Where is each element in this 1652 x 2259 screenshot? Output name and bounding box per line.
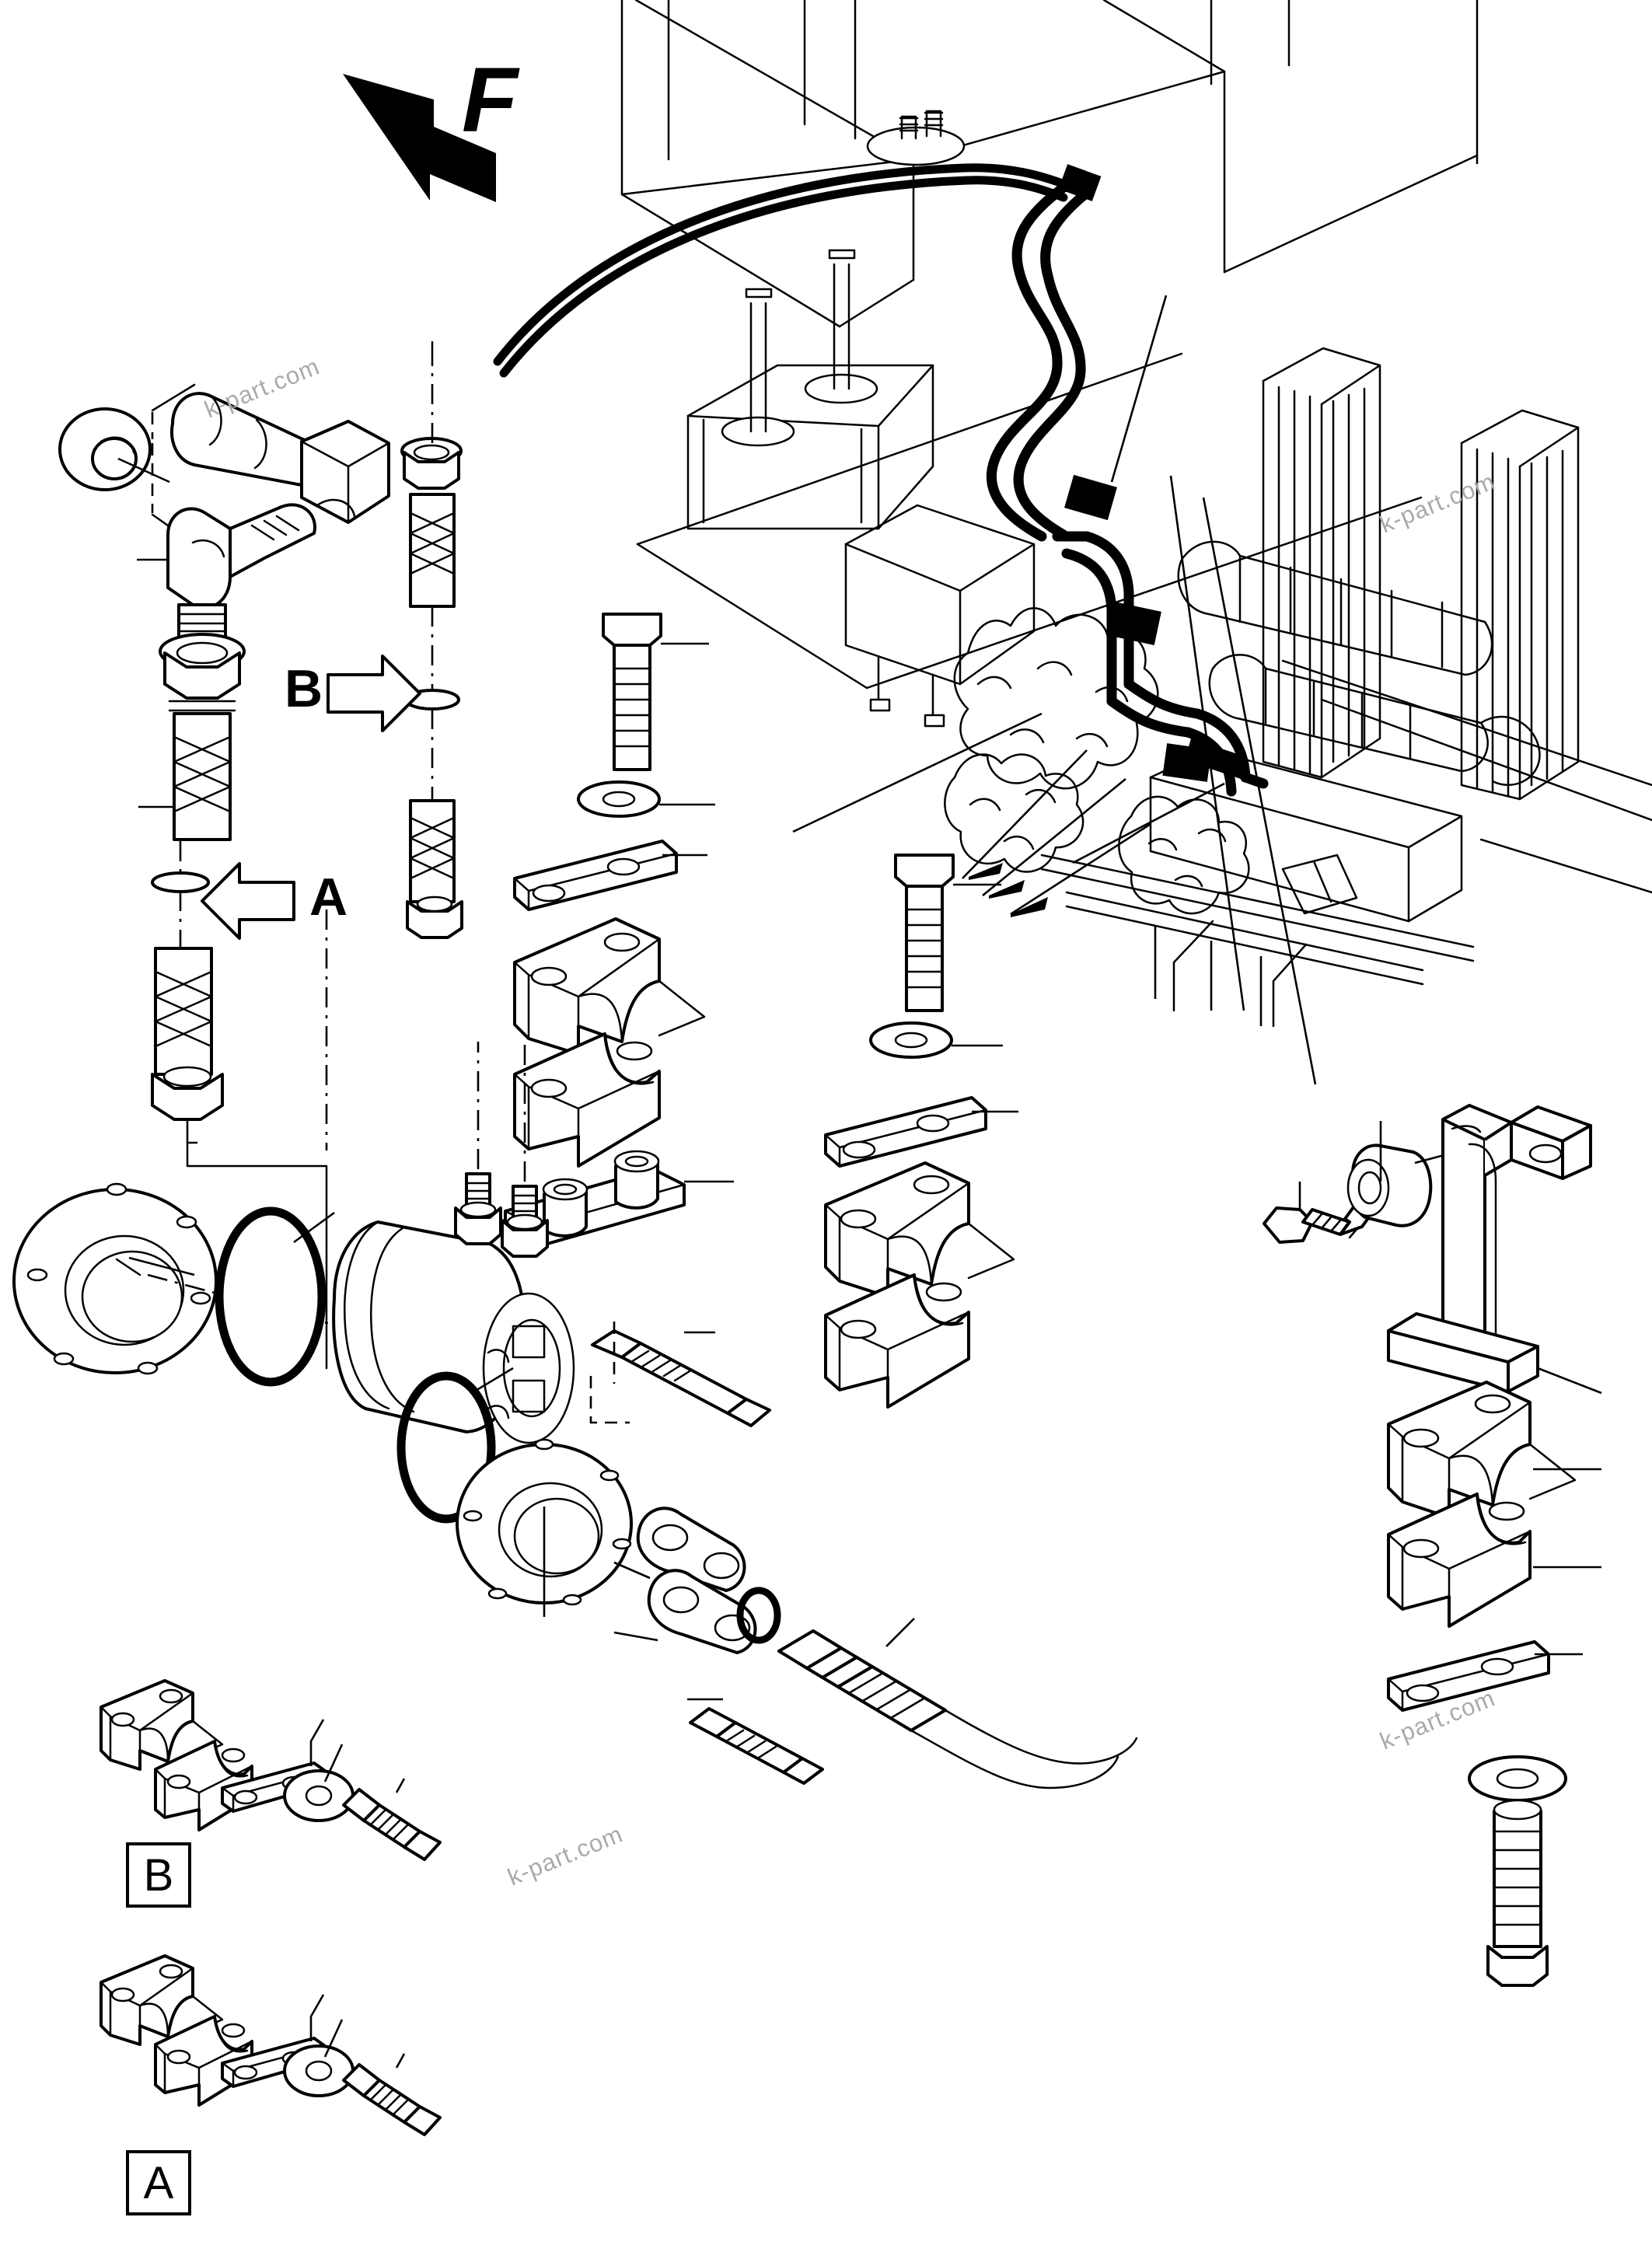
detail-b-clamp-half-upper xyxy=(100,1679,224,1771)
service-valve-port-high xyxy=(454,1172,502,1245)
braided-hose-upper-left xyxy=(138,712,232,841)
compressor-body xyxy=(332,1042,575,1479)
swivel-nut-lower-right xyxy=(406,896,463,939)
machine-body-group xyxy=(620,0,1652,1028)
elbow-fitting-90deg xyxy=(137,503,316,641)
mounting-flange-rear xyxy=(456,1438,633,1617)
section-callout-letter-a: A xyxy=(309,868,348,927)
engine-lower-castings xyxy=(944,753,1250,915)
mounting-flange-front xyxy=(12,1182,218,1375)
bolt-long-right xyxy=(1486,1799,1549,1987)
bolt-long-left xyxy=(602,613,709,771)
hose-leader-lines xyxy=(792,295,1317,1085)
bolt-long-center xyxy=(894,854,1001,1012)
braided-hose-lower-right xyxy=(409,799,456,903)
engine-block xyxy=(953,607,1159,790)
forward-direction-letter: F xyxy=(462,49,518,152)
detail-box-label-b: B xyxy=(126,1842,191,1908)
o-ring-a xyxy=(151,841,210,1011)
o-ring-large-rear xyxy=(396,1367,514,1524)
hydraulic-tank xyxy=(686,249,934,530)
callout-arrow-b-icon xyxy=(327,655,421,732)
washer-center xyxy=(869,1021,1003,1059)
bolt-hex-right xyxy=(1263,1182,1376,1244)
swivel-nut-lower-left xyxy=(151,1066,224,1121)
o-ring-b xyxy=(404,606,460,801)
detail-b-washer xyxy=(283,1744,354,1822)
clamp-half-upper-left xyxy=(513,917,706,1056)
hex-block-fitting xyxy=(300,420,390,524)
detail-a-assembly xyxy=(100,1954,442,2136)
clamp-stack-center xyxy=(824,854,1018,1409)
washer-left xyxy=(577,780,715,818)
engine-accessories xyxy=(1177,540,1541,786)
hose-block-fitting xyxy=(613,1507,757,1654)
detail-b-bolt xyxy=(342,1778,442,1861)
detail-box-label-a: A xyxy=(126,2150,191,2215)
clamp-half-upper-right xyxy=(1387,1381,1577,1519)
seal-ring xyxy=(58,407,152,491)
clamp-half-lower-left xyxy=(513,1032,661,1168)
detail-a-washer xyxy=(283,2019,354,2097)
clamp-stack-left xyxy=(504,613,734,1248)
clamp-half-lower-right xyxy=(1387,1493,1532,1628)
bolt-socket-head xyxy=(589,1322,771,1427)
detail-b-assembly xyxy=(100,1679,442,1861)
bracket-assembly-right xyxy=(1263,1104,1602,1987)
cooler-panel xyxy=(844,504,1036,728)
radiator-core-right xyxy=(1460,409,1580,801)
section-callout-letter-b: B xyxy=(285,659,323,718)
service-valve-port-low xyxy=(501,1185,549,1258)
clamp-half-lower-center xyxy=(824,1273,970,1409)
o-ring-small xyxy=(736,1587,781,1644)
filler-cap-top-icon xyxy=(866,110,966,166)
hose-fitting-assembly-upper-left xyxy=(58,340,463,1370)
braided-hose-upper-right xyxy=(409,493,456,608)
retainer-plate-left xyxy=(513,840,707,911)
washer-right xyxy=(1468,1755,1567,1802)
callout-arrow-a-icon xyxy=(201,862,295,940)
support-bracket xyxy=(1387,1104,1602,1395)
discharge-hose xyxy=(777,1618,1138,1789)
spacer-collar xyxy=(1346,1121,1462,1227)
retainer-plate-right xyxy=(1387,1640,1583,1712)
bolt-short xyxy=(687,1698,824,1785)
compressor-assembly xyxy=(12,1042,1138,1789)
bushing-plate-left xyxy=(504,1150,734,1248)
refrigerant-hose-routing xyxy=(493,163,1269,797)
braided-hose-lower-left xyxy=(154,947,213,1076)
detail-a-bolt xyxy=(342,2053,442,2136)
retainer-plate-center xyxy=(824,1096,1018,1168)
swivel-nut-upper-left xyxy=(159,633,246,712)
clamp-half-upper-center xyxy=(824,1161,1015,1298)
o-ring-large-front xyxy=(215,1206,335,1387)
swivel-nut-upper-right xyxy=(400,437,463,490)
forward-direction-arrow-icon xyxy=(343,74,496,202)
detail-a-clamp-half-upper xyxy=(100,1954,224,2046)
right-leader-lines xyxy=(1533,1468,1601,1569)
